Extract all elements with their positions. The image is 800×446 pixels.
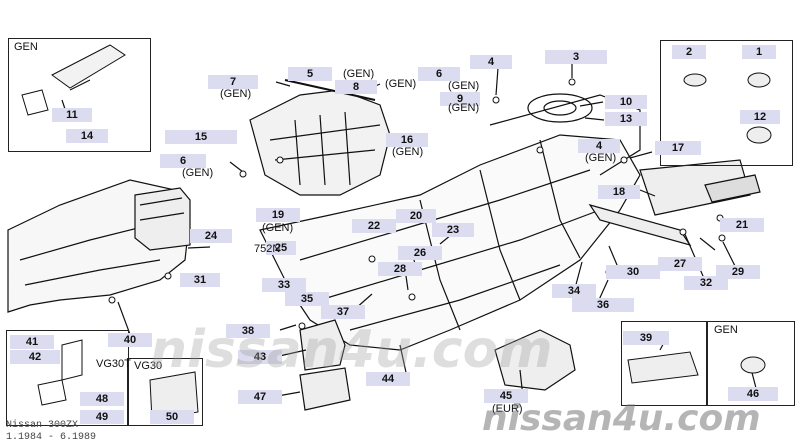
sub-label-gen-6: (GEN) bbox=[385, 78, 417, 90]
sub-label-752n: 752N bbox=[254, 243, 281, 255]
callout-36: 36 bbox=[572, 298, 634, 312]
callout-18: 18 bbox=[598, 185, 640, 199]
watermark-center: nissan4u.com bbox=[150, 320, 553, 380]
callout-21: 21 bbox=[720, 218, 764, 232]
callout-26: 26 bbox=[398, 246, 442, 260]
callout-7: 7 bbox=[208, 75, 258, 89]
sub-label-gen-7: (GEN) bbox=[220, 88, 252, 100]
callout-5: 5 bbox=[288, 67, 332, 81]
inset-box-gen-bottom-right bbox=[706, 321, 795, 406]
callout-42: 42 bbox=[10, 350, 60, 364]
callout-41: 41 bbox=[10, 335, 54, 349]
callout-28: 28 bbox=[378, 262, 422, 276]
callout-32: 32 bbox=[684, 276, 728, 290]
sub-label-eur-45: (EUR) bbox=[492, 403, 523, 415]
inset-box-vg30t-label: VG30T bbox=[96, 358, 131, 370]
callout-16: 16 bbox=[386, 133, 428, 147]
callout-8: 8 bbox=[335, 80, 377, 94]
callout-37: 37 bbox=[321, 305, 365, 319]
inset-box-gen-bottom-right-label: GEN bbox=[714, 324, 738, 336]
inset-box-bottom-left bbox=[6, 330, 129, 426]
sub-label-gen-6b: (GEN) bbox=[182, 167, 214, 179]
callout-9: 9 bbox=[440, 92, 480, 106]
callout-47: 47 bbox=[238, 390, 282, 404]
callout-33: 33 bbox=[262, 278, 306, 292]
footer-model: Nissan 300ZX bbox=[6, 420, 79, 431]
inset-box-mid-right bbox=[621, 321, 708, 406]
callout-6b: 6 bbox=[160, 154, 206, 168]
callout-15: 15 bbox=[165, 130, 237, 144]
inset-box-gen-top-left bbox=[8, 38, 151, 152]
callout-34: 34 bbox=[552, 284, 596, 298]
callout-3: 3 bbox=[545, 50, 607, 64]
callout-11: 11 bbox=[52, 108, 92, 122]
callout-2: 2 bbox=[672, 45, 706, 59]
callout-48: 48 bbox=[80, 392, 124, 406]
callout-46: 46 bbox=[728, 387, 778, 401]
callout-24: 24 bbox=[190, 229, 232, 243]
callout-14: 14 bbox=[66, 129, 108, 143]
callout-12: 12 bbox=[740, 110, 780, 124]
footer-years: 1.1984 - 6.1989 bbox=[6, 432, 97, 443]
callout-22: 22 bbox=[352, 219, 396, 233]
callout-1: 1 bbox=[742, 45, 776, 59]
callout-10: 10 bbox=[605, 95, 647, 109]
callout-23: 23 bbox=[432, 223, 474, 237]
watermark-corner: nissan4u.com bbox=[482, 398, 761, 439]
callout-45: 45 bbox=[484, 389, 528, 403]
callout-35: 35 bbox=[285, 292, 329, 306]
inset-box-vg30 bbox=[127, 358, 203, 426]
callout-44: 44 bbox=[366, 372, 410, 386]
callout-43: 43 bbox=[238, 350, 282, 364]
sub-label-gen-5: (GEN) bbox=[343, 68, 375, 80]
callout-17: 17 bbox=[655, 141, 701, 155]
inset-box-vg30-label: VG30 bbox=[134, 360, 163, 372]
callout-19: 19 bbox=[256, 208, 300, 222]
callout-29: 29 bbox=[716, 265, 760, 279]
sub-label-gen-4b: (GEN) bbox=[585, 152, 617, 164]
callout-30: 30 bbox=[606, 265, 660, 279]
callout-49: 49 bbox=[80, 410, 124, 424]
callout-31: 31 bbox=[180, 273, 220, 287]
callout-13: 13 bbox=[605, 112, 647, 126]
callout-27: 27 bbox=[658, 257, 702, 271]
callout-20: 20 bbox=[396, 209, 436, 223]
inset-box-top-right bbox=[660, 40, 793, 166]
callout-38: 38 bbox=[226, 324, 270, 338]
inset-box-gen-top-left-label: GEN bbox=[14, 41, 38, 53]
callout-25: 25 bbox=[266, 241, 296, 255]
callout-6a: 6 bbox=[418, 67, 460, 81]
sub-label-gen-19: (GEN) bbox=[262, 222, 294, 234]
callout-40: 40 bbox=[108, 333, 152, 347]
callout-4a: 4 bbox=[470, 55, 512, 69]
callout-50: 50 bbox=[150, 410, 194, 424]
callout-4b: 4 bbox=[578, 139, 620, 153]
callout-39: 39 bbox=[623, 331, 669, 345]
sub-label-gen-9b: (GEN) bbox=[448, 102, 480, 114]
sub-label-gen-9: (GEN) bbox=[448, 80, 480, 92]
sub-label-gen-16: (GEN) bbox=[392, 146, 424, 158]
